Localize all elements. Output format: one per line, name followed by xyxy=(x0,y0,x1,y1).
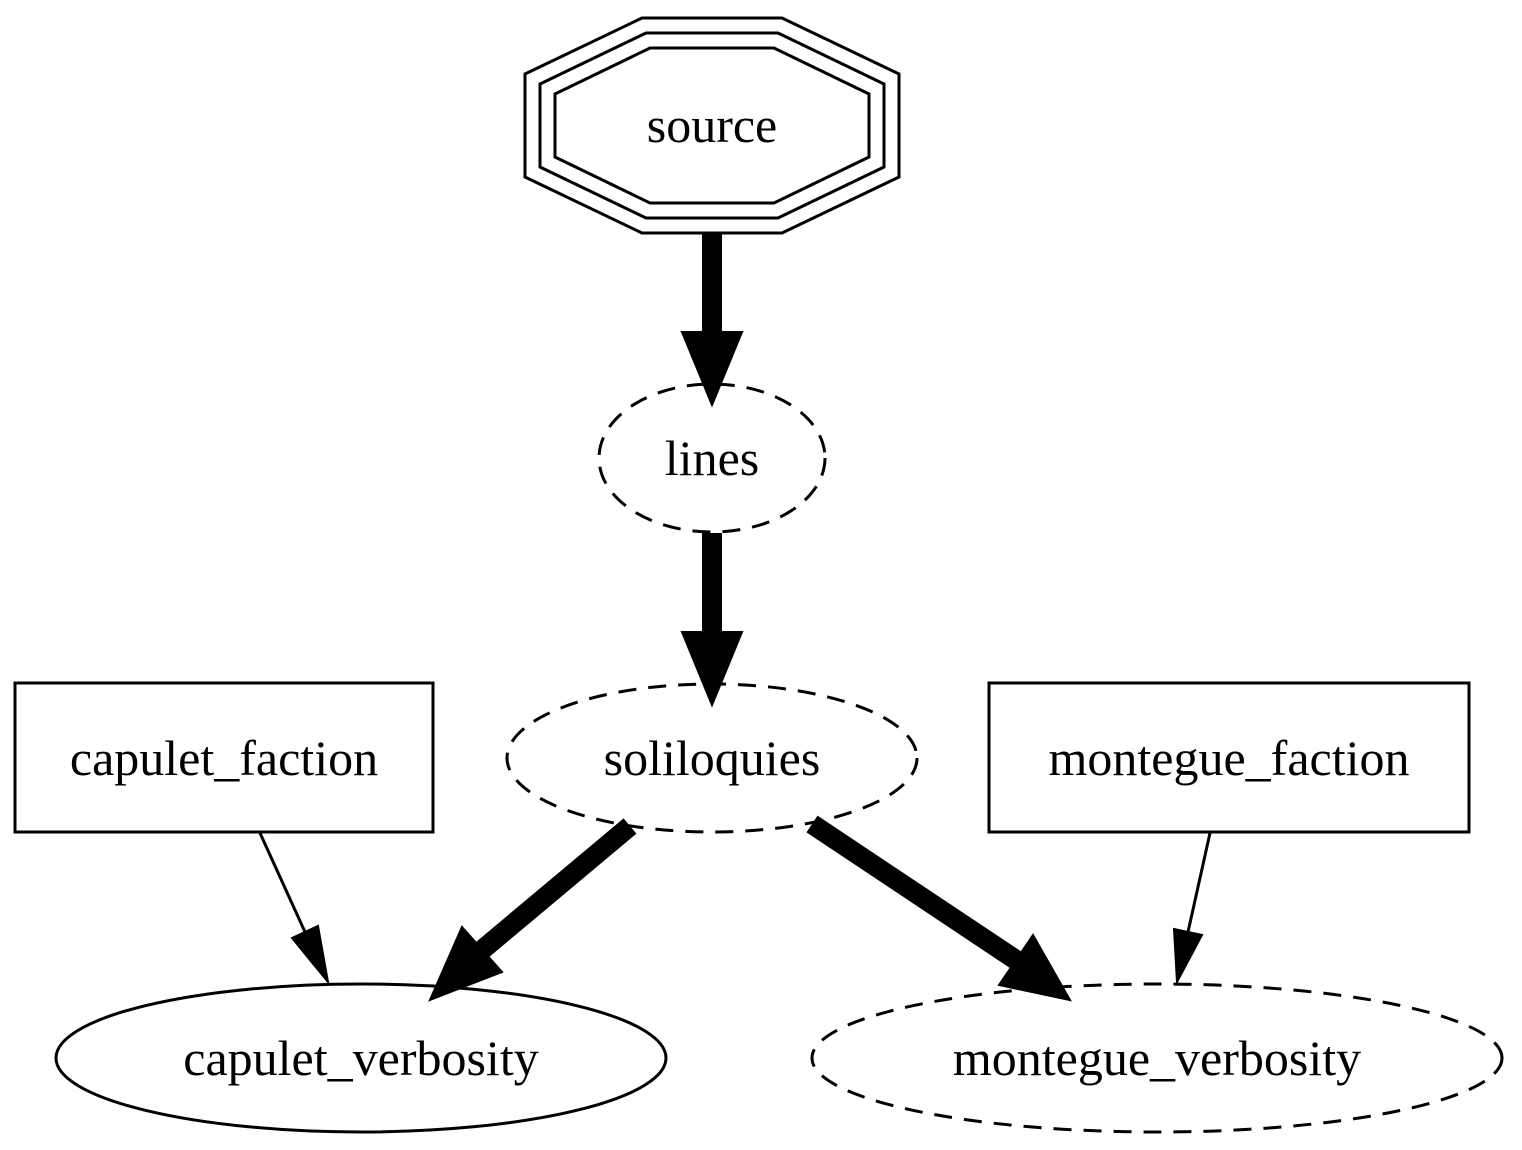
node-capulet-faction: capulet_faction xyxy=(13,681,435,834)
node-capulet-verbosity: capulet_verbosity xyxy=(54,982,668,1134)
node-soliloquies: soliloquies xyxy=(505,682,919,834)
node-montegue-faction-label: montegue_faction xyxy=(1049,730,1410,786)
node-lines-label: lines xyxy=(665,430,759,486)
edge-montegue-faction-to-montegue-verbosity xyxy=(1172,832,1212,986)
edge-lines-to-soliloquies xyxy=(680,533,744,708)
node-lines: lines xyxy=(597,382,827,534)
node-montegue-faction: montegue_faction xyxy=(987,681,1471,834)
edge-soliloquies-to-montegue-verbosity xyxy=(806,815,1072,1002)
node-montegue-verbosity: montegue_verbosity xyxy=(810,982,1504,1134)
node-capulet-faction-label: capulet_faction xyxy=(70,730,378,786)
node-soliloquies-label: soliloquies xyxy=(604,730,821,786)
node-montegue-verbosity-label: montegue_verbosity xyxy=(953,1030,1361,1086)
node-source: source xyxy=(523,16,901,235)
node-capulet-verbosity-label: capulet_verbosity xyxy=(183,1030,538,1086)
node-source-label: source xyxy=(647,97,778,153)
edge-capulet-faction-to-capulet-verbosity xyxy=(258,832,330,986)
edge-source-to-lines xyxy=(680,233,744,408)
edge-soliloquies-to-capulet-verbosity xyxy=(428,818,637,1002)
